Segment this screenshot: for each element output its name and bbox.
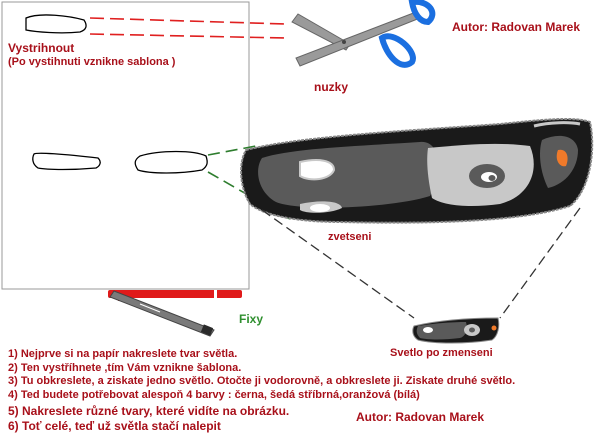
template-outline-top bbox=[25, 14, 87, 34]
small-light bbox=[412, 317, 500, 344]
step-4: 4) Ted budete potřebovat alespoň 4 barvy… bbox=[8, 389, 420, 401]
paper-sheet bbox=[1, 1, 250, 290]
marker-icon bbox=[108, 290, 242, 337]
connector-gray bbox=[261, 207, 581, 319]
step-5: 5) Nakreslete různé tvary, které vidíte … bbox=[8, 404, 290, 418]
label-cut-out: Vystrihnout bbox=[8, 41, 75, 55]
step-3: 3) Tu obkreslete, a ziskate jedno světlo… bbox=[8, 375, 516, 387]
label-light-reduced: Svetlo po zmenseni bbox=[390, 347, 493, 359]
template-outline-right bbox=[134, 150, 208, 174]
template-outline-left bbox=[32, 152, 101, 171]
enlarged-light bbox=[240, 117, 594, 224]
step-1: 1) Nejprve si na papír nakreslete tvar s… bbox=[8, 348, 238, 360]
connector-red bbox=[89, 17, 286, 39]
step-6: 6) Toť celé, teď už světla stačí nalepit bbox=[8, 419, 221, 433]
label-enlarged: zvetseni bbox=[328, 231, 372, 243]
label-scissors: nuzky bbox=[314, 80, 349, 94]
author-top: Autor: Radovan Marek bbox=[452, 20, 581, 34]
author-bottom: Autor: Radovan Marek bbox=[356, 410, 485, 424]
label-cut-out-note: (Po vystihnuti vznikne sablona ) bbox=[8, 56, 176, 68]
label-markers: Fixy bbox=[239, 312, 264, 326]
scissors-icon bbox=[291, 0, 436, 68]
step-2: 2) Ten vystříhnete ,tím Vám vznikne šabl… bbox=[8, 362, 242, 374]
